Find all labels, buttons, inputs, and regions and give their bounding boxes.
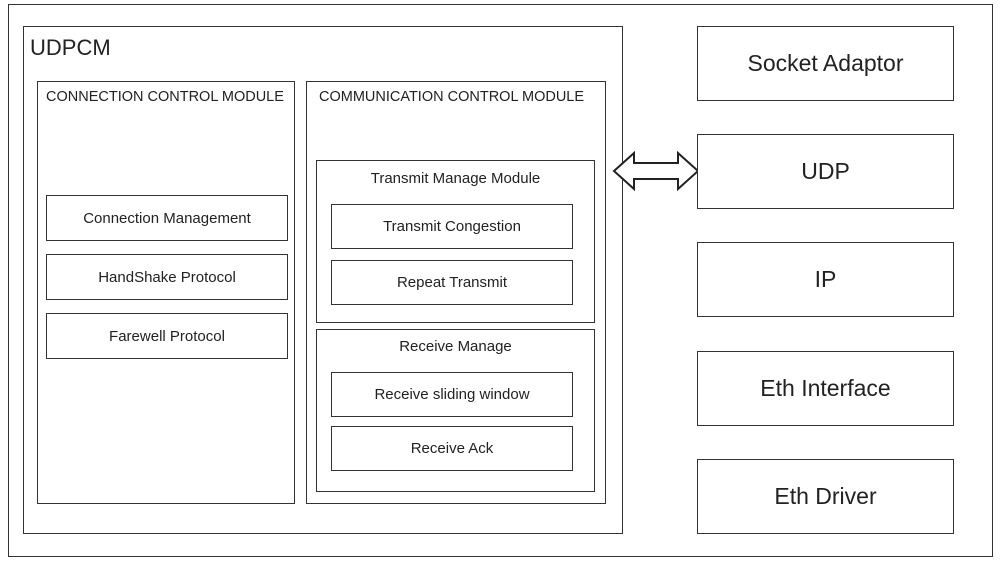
handshake-protocol-label: HandShake Protocol: [98, 268, 236, 286]
handshake-protocol-box: HandShake Protocol: [46, 254, 288, 300]
transmit-congestion-box: Transmit Congestion: [331, 204, 573, 249]
connection-control-module-title: CONNECTION CONTROL MODULE: [46, 89, 284, 105]
transmit-manage-module-title: Transmit Manage Module: [370, 170, 541, 187]
udp-box: UDP: [697, 134, 954, 209]
eth-interface-box: Eth Interface: [697, 351, 954, 426]
ip-label: IP: [814, 266, 837, 292]
transmit-congestion-label: Transmit Congestion: [383, 218, 521, 235]
receive-manage-module-title: Receive Manage: [399, 338, 512, 355]
receive-sliding-window-box: Receive sliding window: [331, 372, 573, 417]
eth-driver-box: Eth Driver: [697, 459, 954, 534]
connection-management-box: Connection Management: [46, 195, 288, 241]
repeat-transmit-label: Repeat Transmit: [396, 274, 508, 291]
socket-adaptor-label: Socket Adaptor: [747, 50, 904, 76]
eth-driver-label: Eth Driver: [774, 483, 877, 509]
farewell-protocol-label: Farewell Protocol: [109, 327, 225, 345]
socket-adaptor-box: Socket Adaptor: [697, 26, 954, 101]
udp-label: UDP: [801, 158, 850, 184]
eth-interface-label: Eth Interface: [760, 375, 891, 401]
communication-control-module-title: COMMUNICATION CONTROL MODULE: [319, 89, 585, 105]
farewell-protocol-box: Farewell Protocol: [46, 313, 288, 359]
udpcm-title: UDPCM: [30, 35, 111, 60]
receive-ack-box: Receive Ack: [331, 426, 573, 471]
repeat-transmit-box: Repeat Transmit: [331, 260, 573, 305]
double-arrow-icon: [612, 150, 700, 192]
receive-sliding-window-label: Receive sliding window: [374, 386, 530, 403]
connection-management-label: Connection Management: [83, 209, 251, 227]
ip-box: IP: [697, 242, 954, 317]
receive-ack-label: Receive Ack: [410, 440, 494, 457]
